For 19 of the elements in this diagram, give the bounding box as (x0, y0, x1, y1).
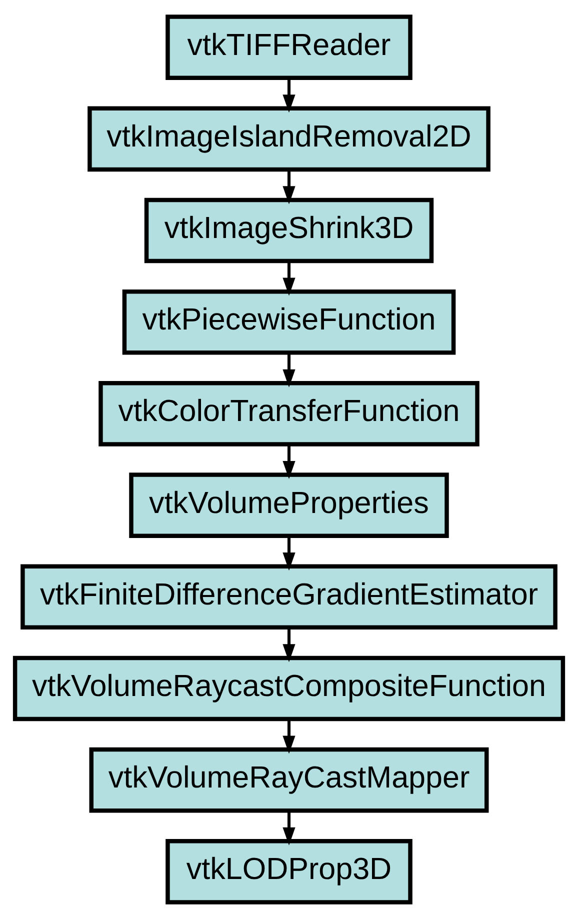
arrow (282, 352, 296, 388)
node-box: vtkTIFFReader (166, 14, 412, 80)
node-box: vtkImageIslandRemoval2D (88, 106, 490, 172)
node-box: vtkPiecewiseFunction (122, 289, 456, 355)
node-box: vtkImageShrink3D (144, 198, 434, 264)
arrow (282, 261, 296, 296)
arrow (282, 444, 296, 479)
arrow (282, 78, 296, 113)
arrow (282, 719, 296, 754)
node-box: vtkVolumeProperties (129, 472, 449, 538)
arrow (282, 810, 296, 846)
node-box: vtkColorTransferFunction (98, 381, 480, 446)
arrow (282, 170, 296, 204)
arrow (282, 536, 296, 571)
node-box: vtkVolumeRaycastCompositeFunction (12, 656, 566, 722)
node-box: vtkLODProp3D (166, 839, 412, 904)
arrow (282, 627, 296, 662)
node-box: vtkFiniteDifferenceGradientEstimator (20, 564, 558, 630)
node-box: vtkVolumeRayCastMapper (89, 747, 489, 813)
